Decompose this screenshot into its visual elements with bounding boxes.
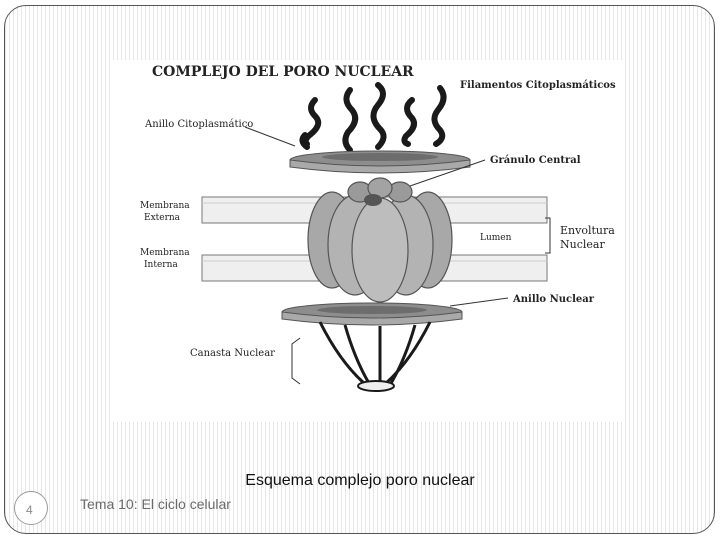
label-envelope-2: Nuclear	[560, 238, 605, 251]
label-cytoplasmic-ring: Anillo Citoplasmático	[144, 119, 253, 130]
nuclear-pore-diagram: COMPLEJO DEL PORO NUCLEAR	[110, 60, 625, 422]
label-envelope: Envoltura	[560, 224, 615, 237]
label-outer-membrane-2: Externa	[144, 213, 181, 223]
label-outer-membrane: Membrana	[140, 201, 190, 211]
cytoplasmic-filaments	[302, 85, 443, 150]
label-central-granule: Gránulo Central	[490, 155, 581, 166]
caption-main: complejo poro nuclear	[317, 472, 474, 489]
page-number: 4	[26, 503, 33, 517]
label-lumen: Lumen	[480, 233, 512, 243]
filament	[306, 100, 319, 144]
cytoplasmic-ring	[290, 151, 470, 173]
label-inner-membrane: Membrana	[140, 248, 190, 258]
filament	[404, 100, 414, 144]
filament	[373, 85, 383, 147]
filament	[434, 88, 443, 144]
label-filaments: Filamentos Citoplasmáticos	[460, 80, 616, 91]
nuclear-basket	[320, 322, 430, 391]
diagram-svg: COMPLEJO DEL PORO NUCLEAR	[110, 60, 625, 422]
central-granule	[364, 194, 382, 206]
label-inner-membrane-2: Interna	[144, 260, 178, 270]
nuclear-ring	[282, 303, 462, 325]
filament	[345, 90, 355, 150]
label-nuclear-ring: Anillo Nuclear	[512, 294, 595, 305]
slide-caption: Esquema complejo poro nuclear	[0, 472, 720, 490]
caption-prefix: Esquema	[245, 472, 317, 489]
footer-title: Tema 10: El ciclo celular	[80, 496, 231, 512]
diagram-title: COMPLEJO DEL PORO NUCLEAR	[152, 64, 414, 80]
label-nuclear-basket: Canasta Nuclear	[190, 348, 275, 359]
